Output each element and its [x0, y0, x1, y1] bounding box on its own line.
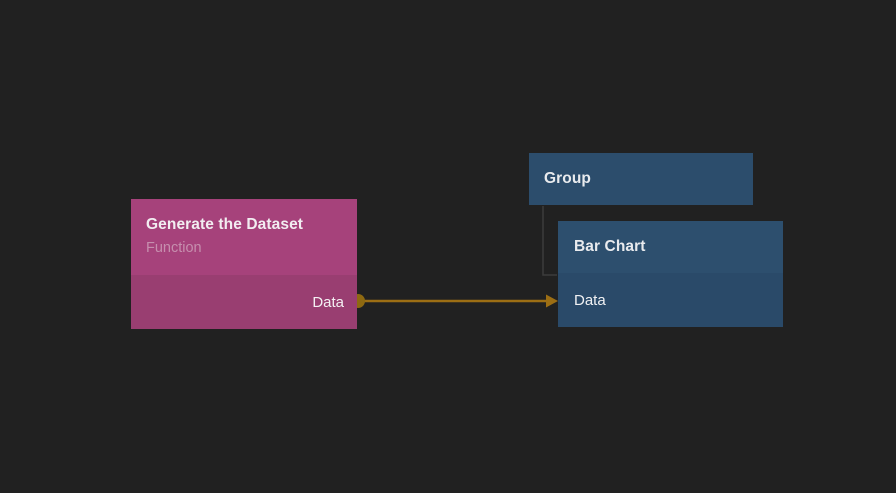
- node-subtitle: Function: [146, 240, 202, 256]
- node-group[interactable]: Group: [529, 153, 753, 205]
- node-bar-chart[interactable]: Bar Chart Data: [558, 221, 783, 327]
- node-title: Bar Chart: [574, 238, 646, 255]
- node-generate-dataset-header[interactable]: Generate the Dataset Function: [131, 199, 357, 275]
- output-port-label[interactable]: Data: [312, 293, 344, 311]
- node-bar-chart-header[interactable]: Bar Chart: [558, 221, 783, 273]
- node-title: Group: [544, 170, 591, 187]
- node-generate-dataset[interactable]: Generate the Dataset Function Data: [131, 199, 357, 329]
- node-title: Generate the Dataset: [146, 216, 304, 233]
- wire-arrowhead-icon: [546, 294, 558, 308]
- input-port-label[interactable]: Data: [574, 291, 606, 309]
- node-generate-dataset-ports: Data: [131, 275, 357, 329]
- node-bar-chart-ports: Data: [558, 273, 783, 327]
- group-child-tree-connector: [542, 206, 557, 276]
- node-group-header[interactable]: Group: [529, 153, 753, 205]
